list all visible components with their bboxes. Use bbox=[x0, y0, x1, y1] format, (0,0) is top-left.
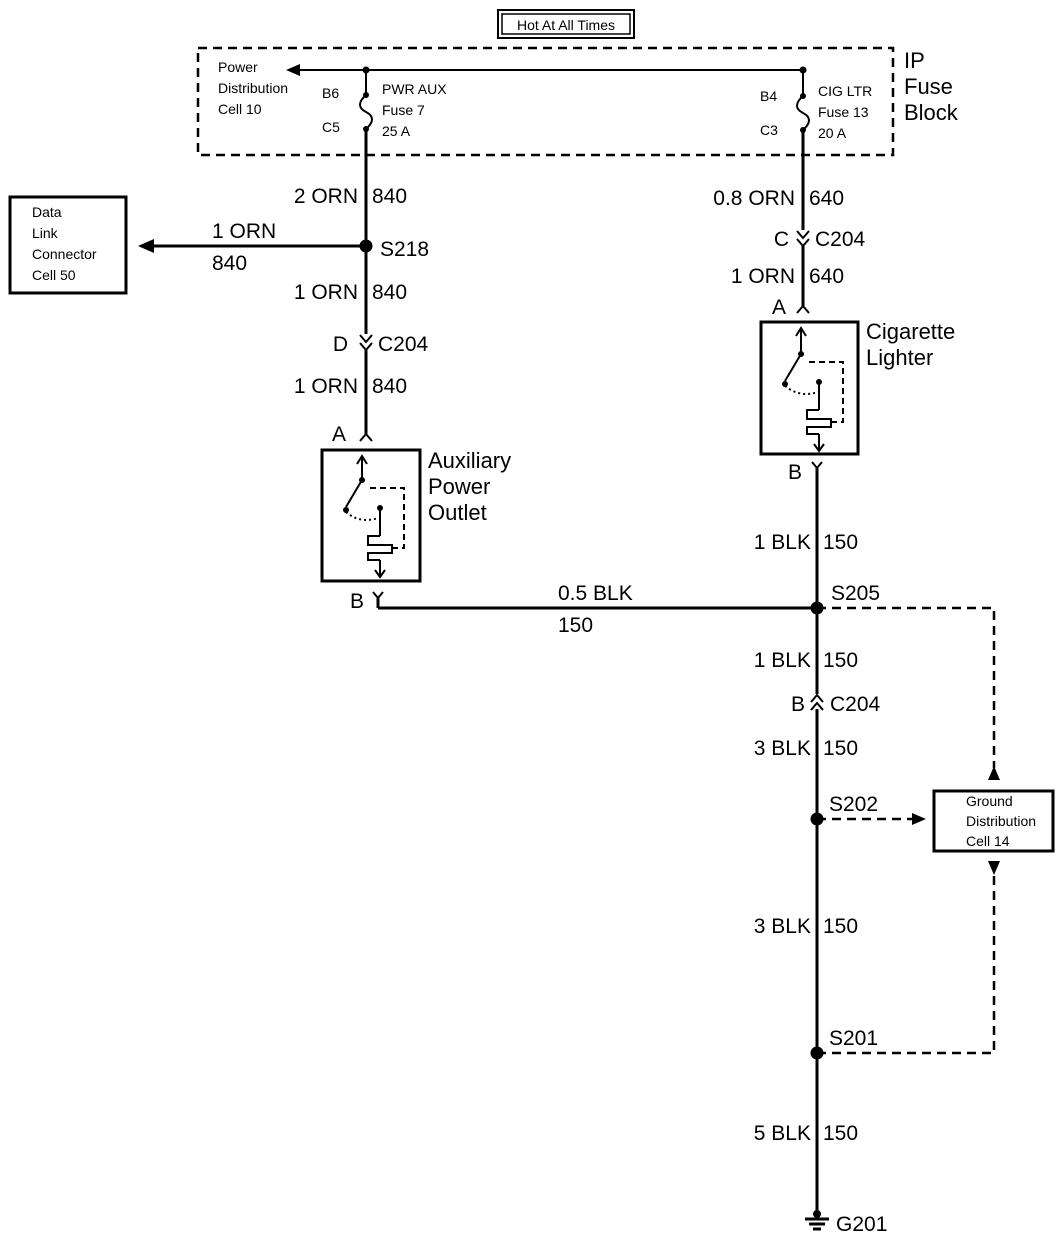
cigarette-lighter bbox=[759, 320, 860, 456]
connector-right-name: C204 bbox=[815, 228, 866, 251]
pdc-label-3: Cell 10 bbox=[218, 101, 262, 117]
dlc-label-2: Link bbox=[32, 225, 59, 241]
wire-left-1-color: 2 ORN bbox=[294, 185, 358, 208]
fuse-block-outline bbox=[196, 46, 895, 157]
ground-dist-down-arrow-icon bbox=[988, 861, 1000, 875]
fuse-left-rating: 25 A bbox=[382, 123, 411, 139]
connector-left-pin: D bbox=[333, 333, 348, 356]
fuse-right-bottom-pin: C3 bbox=[760, 122, 778, 138]
aux-label-3: Outlet bbox=[428, 500, 487, 525]
cig-pin-b-label: B bbox=[788, 461, 802, 484]
ground-dist-label-3: Cell 14 bbox=[966, 833, 1010, 849]
s201-to-ground-dist bbox=[817, 873, 996, 1055]
wire-right-2-circuit: 640 bbox=[809, 265, 844, 288]
ground-distribution-box: Ground Distribution Cell 14 bbox=[932, 789, 1055, 853]
cig-pin-b-terminal bbox=[811, 461, 823, 470]
ground-dist-label-1: Ground bbox=[966, 793, 1013, 809]
wire-right-2-color: 1 ORN bbox=[731, 265, 795, 288]
connector-c204-lower bbox=[810, 693, 824, 711]
splice-s218-label: S218 bbox=[380, 238, 429, 261]
splice-s202-label: S202 bbox=[829, 793, 878, 816]
aux-pin-b-terminal bbox=[372, 591, 384, 600]
dlc-label-3: Connector bbox=[32, 246, 97, 262]
ground-g201-label: G201 bbox=[836, 1213, 887, 1236]
fuse-right-number: Fuse 13 bbox=[818, 104, 869, 120]
aux-pin-a-terminal bbox=[359, 432, 373, 442]
fuse-right-name: CIG LTR bbox=[818, 83, 872, 99]
fuse-block-title-2: Fuse bbox=[904, 74, 953, 99]
fuse-left-bottom-pin: C5 bbox=[322, 119, 340, 135]
pdc-arrow-icon bbox=[286, 64, 300, 76]
wire-blk-1-color: 1 BLK bbox=[754, 531, 811, 554]
wire-right-1-circuit: 640 bbox=[809, 187, 844, 210]
wire-blk-5-circuit: 150 bbox=[823, 1122, 858, 1145]
hot-at-all-times-label: Hot At All Times bbox=[497, 9, 635, 39]
connector-right-pin: C bbox=[774, 228, 789, 251]
wire-blk-2-color: 1 BLK bbox=[754, 649, 811, 672]
connector-lower-pin: B bbox=[791, 693, 805, 716]
fuse-left-number: Fuse 7 bbox=[382, 102, 425, 118]
ground-dist-up-arrow-icon bbox=[988, 766, 1000, 780]
dlc-arrow-icon bbox=[138, 239, 154, 253]
wire-blk-1-circuit: 150 bbox=[823, 531, 858, 554]
connector-lower-name: C204 bbox=[830, 693, 881, 716]
aux-label-2: Power bbox=[428, 474, 490, 499]
fuse-cig-ltr bbox=[796, 66, 810, 133]
wire-left-3-color: 1 ORN bbox=[294, 375, 358, 398]
wire-dlc-circuit: 840 bbox=[212, 252, 247, 275]
wire-blk-3-color: 3 BLK bbox=[754, 737, 811, 760]
aux-pin-b-label: B bbox=[350, 590, 364, 613]
cig-label-1: Cigarette bbox=[866, 319, 955, 344]
fuse-block-title-1: IP bbox=[904, 48, 925, 73]
wire-aux-gnd-color: 0.5 BLK bbox=[558, 582, 633, 605]
pdc-label-2: Distribution bbox=[218, 80, 288, 96]
fuse-pwr-aux bbox=[359, 66, 373, 132]
wire-blk-4-color: 3 BLK bbox=[754, 915, 811, 938]
wire-dlc-color: 1 ORN bbox=[212, 220, 276, 243]
wire-right-1-color: 0.8 ORN bbox=[713, 187, 795, 210]
aux-label-1: Auxiliary bbox=[428, 448, 511, 473]
cig-pin-a-label: A bbox=[772, 296, 786, 319]
dlc-label-1: Data bbox=[32, 204, 62, 220]
wire-blk-2-circuit: 150 bbox=[823, 649, 858, 672]
wire-blk-3-circuit: 150 bbox=[823, 737, 858, 760]
fuse-left-top-pin: B6 bbox=[322, 85, 339, 101]
ground-dist-right-arrow-icon bbox=[912, 813, 926, 825]
splice-s205-label: S205 bbox=[831, 582, 880, 605]
connector-c204-right bbox=[796, 230, 810, 248]
hot-label-text: Hot At All Times bbox=[517, 17, 615, 33]
wire-left-3-circuit: 840 bbox=[372, 375, 407, 398]
ground-dist-label-2: Distribution bbox=[966, 813, 1036, 829]
splice-s201-label: S201 bbox=[829, 1027, 878, 1050]
wire-blk-5-color: 5 BLK bbox=[754, 1122, 811, 1145]
wire-aux-gnd-circuit: 150 bbox=[558, 614, 593, 637]
wire-left-2-circuit: 840 bbox=[372, 281, 407, 304]
wire-left-2-color: 1 ORN bbox=[294, 281, 358, 304]
dlc-label-4: Cell 50 bbox=[32, 267, 76, 283]
fuse-left-name: PWR AUX bbox=[382, 81, 447, 97]
connector-left-name: C204 bbox=[378, 333, 429, 356]
pdc-label-1: Power bbox=[218, 59, 258, 75]
connector-c204-left bbox=[359, 334, 373, 352]
fuse-block-title-3: Block bbox=[904, 100, 959, 125]
aux-power-outlet bbox=[320, 448, 422, 583]
cig-label-2: Lighter bbox=[866, 345, 933, 370]
data-link-connector-box: Data Link Connector Cell 50 bbox=[8, 195, 128, 295]
wire-left-1-circuit: 840 bbox=[372, 185, 407, 208]
fuse-right-top-pin: B4 bbox=[760, 88, 777, 104]
aux-pin-a-label: A bbox=[332, 423, 346, 446]
cig-pin-a-terminal bbox=[796, 304, 810, 314]
fuse-right-rating: 20 A bbox=[818, 125, 847, 141]
ground-g201-icon bbox=[805, 1210, 829, 1231]
wire-blk-4-circuit: 150 bbox=[823, 915, 858, 938]
